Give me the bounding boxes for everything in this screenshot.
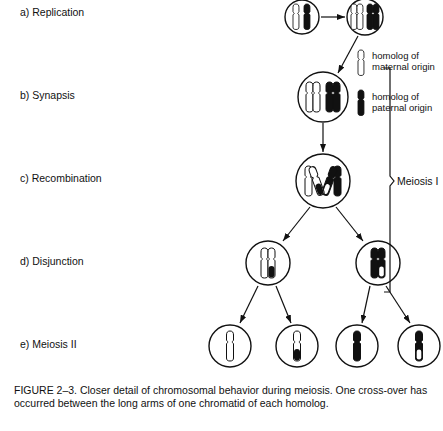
flow-arrow (322, 123, 323, 152)
maternal-chromatid (357, 4, 363, 30)
cell-outline (209, 325, 251, 367)
maternal-chromatid (293, 4, 299, 30)
cell-outline (246, 241, 290, 285)
paternal-chromatid (326, 82, 333, 112)
flow-arrow (321, 16, 345, 17)
flow-arrow (283, 207, 310, 241)
stage-label: c) Recombination (20, 172, 102, 184)
recombinant-chromatid (378, 248, 385, 278)
stage-label: e) Meiosis II (20, 338, 77, 350)
maternal-chromatid (227, 331, 234, 361)
flow-arrow (240, 286, 258, 323)
paternal-chromatid (333, 82, 340, 112)
paternal-chromatid (371, 248, 378, 278)
cell-outline (336, 325, 378, 367)
flow-arrow (336, 207, 363, 241)
maternal-chromatid (313, 82, 320, 112)
legend-text: homolog of maternal origin (372, 51, 443, 73)
cell-outline (347, 0, 383, 35)
paternal-chromatid (373, 4, 379, 30)
cell-outline (276, 325, 318, 367)
paternal-chromatid (304, 4, 310, 30)
cell-outline (398, 325, 440, 367)
recombinant-chromatid (416, 331, 423, 361)
legend-sample (358, 90, 364, 116)
recombinant-chromatid (294, 331, 301, 361)
crossover-chromatid (308, 166, 325, 197)
maternal-chromatid (306, 82, 313, 112)
legend-sample (358, 50, 364, 76)
cell-outline (285, 0, 319, 34)
flow-arrow (362, 286, 370, 323)
cell-outline (298, 72, 348, 122)
recombinant-chromatid (268, 248, 275, 278)
legend-text: homolog of paternal origin (372, 92, 443, 114)
stage-label: b) Synapsis (20, 89, 75, 101)
maternal-chromatid (261, 248, 268, 278)
stage-label: a) Replication (20, 6, 84, 18)
paternal-chromatid (367, 4, 373, 30)
maternal-chromatid (351, 4, 357, 30)
figure-caption: FIGURE 2–3. Closer detail of chromosomal… (14, 384, 434, 410)
bracket-label: Meiosis I (397, 175, 438, 187)
cell-outline (356, 241, 400, 285)
paternal-chromatid (354, 331, 361, 361)
flow-arrow (338, 36, 358, 73)
cell-outline (296, 154, 350, 208)
stage-label: d) Disjunction (20, 255, 84, 267)
flow-arrow (276, 286, 291, 323)
